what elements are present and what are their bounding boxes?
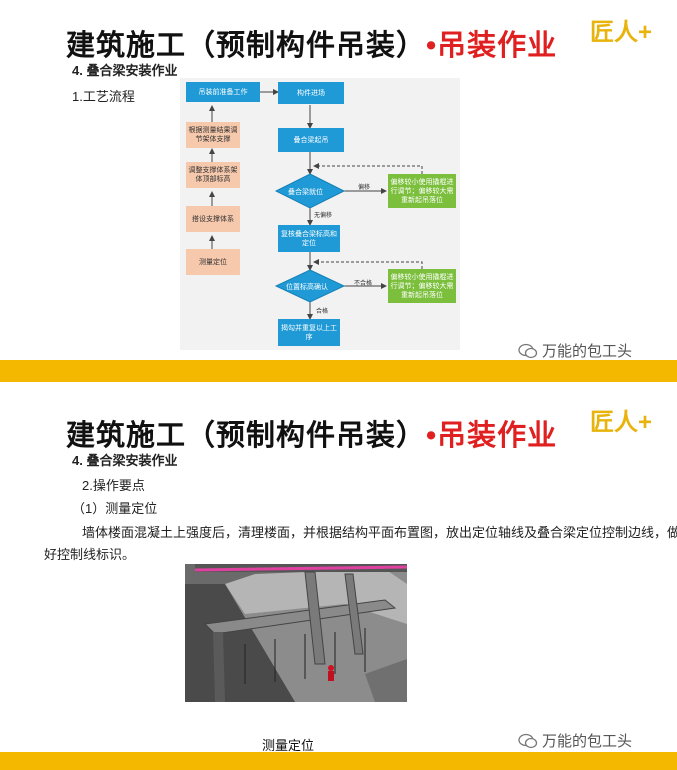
slide-gap [0,382,677,390]
slide-title: 建筑施工（预制构件吊装）•吊装作业 [66,22,557,64]
watermark-text: 万能的包工头 [542,733,633,750]
footer-bar [0,752,677,770]
flow-diamond-place: 叠合梁就位 [288,188,323,196]
item-heading: （1）测量定位 [72,501,158,516]
flow-label-offset: 偏移 [358,184,371,191]
title-highlight: •吊装作业 [426,30,558,62]
slide-title: 建筑施工（预制构件吊装）•吊装作业 [66,412,557,454]
brand-logo: 匠人+ [590,19,653,46]
flow-box-erect-support: 搭设支撑体系 [186,206,240,232]
flow-label-fail: 不合格 [354,280,373,287]
flow-label-no-offset: 无偏移 [314,212,333,219]
wechat-icon [518,733,538,748]
watermark: 万能的包工头 [518,340,632,361]
flow-box-component-entry: 构件进场 [278,82,344,104]
title-main: 建筑施工（预制构件吊装） [66,30,427,62]
flow-box-adjust-system: 调整支撑体系架体顶部标高 [186,162,240,188]
brand-logo: 匠人+ [590,409,653,436]
flow-box-prep: 吊装前准备工作 [186,82,260,102]
flow-box-fix: 揭勾并重复以上工序 [278,319,340,346]
flowchart-connectors [209,89,423,320]
section-heading: 4. 叠合梁安装作业 [72,63,178,78]
watermark: 万能的包工头 [518,730,632,751]
paragraph-line-1: 墙体楼面混凝土上强度后，清理楼面，并根据结构平面布置图，放出定位轴线及叠合梁定位… [82,525,677,540]
section-heading: 4. 叠合梁安装作业 [72,453,178,468]
footer-bar [0,360,677,382]
slide-1: 建筑施工（预制构件吊装）•吊装作业 匠人+ 4. 叠合梁安装作业 1.工艺流程 [0,0,677,382]
title-highlight: •吊装作业 [426,420,558,452]
slide-2: 建筑施工（预制构件吊装）•吊装作业 匠人+ 4. 叠合梁安装作业 2.操作要点 … [0,390,677,770]
flow-box-survey: 测量定位 [186,249,240,275]
survey-photo [185,564,407,702]
flow-box-lift: 叠合梁起吊 [278,128,344,152]
paragraph-line-2: 好控制线标识。 [44,547,136,562]
flow-box-offset-fix-2: 偏移较小使用撬棍进行调节；偏移较大需重新起吊落位 [388,269,456,303]
subheading: 1.工艺流程 [72,89,135,104]
flow-box-recheck: 复核叠合梁标高和定位 [278,225,340,252]
watermark-text: 万能的包工头 [542,343,633,360]
construction-scene-illustration [185,564,407,702]
flow-label-pass: 合格 [316,308,329,315]
process-flowchart: 吊装前准备工作 根据测量结果调节架体支撑 调整支撑体系架体顶部标高 搭设支撑体系… [180,78,460,350]
title-main: 建筑施工（预制构件吊装） [66,420,427,452]
flow-diamond-check: 位置标高确认 [286,283,328,291]
photo-caption: 测量定位 [262,738,315,753]
subheading: 2.操作要点 [82,478,145,493]
wechat-icon [518,343,538,358]
flow-box-offset-fix-1: 偏移较小使用撬棍进行调节；偏移较大需重新起吊落位 [388,174,456,208]
flow-box-adjust-support: 根据测量结果调节架体支撑 [186,122,240,148]
